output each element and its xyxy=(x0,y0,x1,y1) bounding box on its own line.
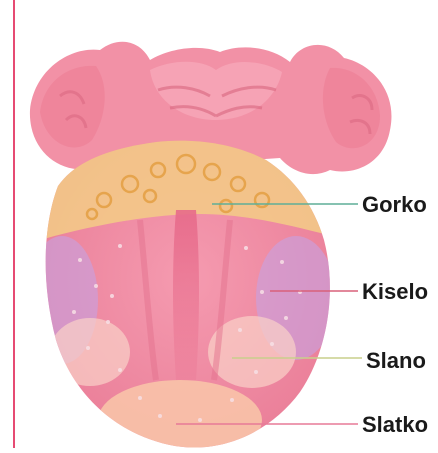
median-groove xyxy=(173,210,199,380)
salty-zone-left xyxy=(50,318,130,386)
label-slano: Slano xyxy=(366,350,426,372)
label-slatko: Slatko xyxy=(362,414,428,436)
label-kiselo: Kiselo xyxy=(362,281,428,303)
label-gorko: Gorko xyxy=(362,194,427,216)
